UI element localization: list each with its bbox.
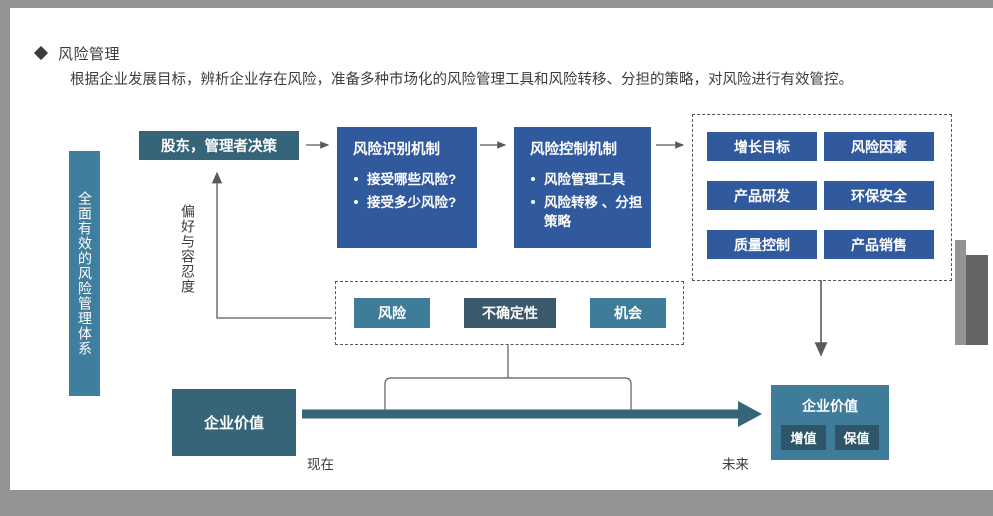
risk-control-box[interactable]: 风险控制机制 风险管理工具 风险转移 、分担策略: [514, 127, 651, 248]
list-item: 风险管理工具: [531, 170, 643, 189]
objective-box[interactable]: 增长目标: [707, 132, 817, 161]
list-item: 接受哪些风险?: [354, 170, 469, 189]
risk-identification-bullets: 接受哪些风险? 接受多少风险?: [337, 170, 477, 212]
objective-box[interactable]: 产品研发: [707, 181, 817, 210]
risk-control-title: 风险控制机制: [530, 142, 617, 158]
risk-control-bullets: 风险管理工具 风险转移 、分担策略: [514, 170, 651, 231]
objective-box[interactable]: 风险因素: [824, 132, 934, 161]
feedback-label: 偏好与容忍度: [180, 204, 196, 294]
side-banner: 全面有效的风险管理体系: [69, 151, 100, 396]
uncertainty-group: 风险 不确定性 机会: [335, 281, 684, 345]
scrollbar-track[interactable]: [955, 240, 966, 345]
timeline-end-label: 未来: [722, 457, 749, 472]
timeline-start-label: 现在: [307, 457, 334, 472]
decision-box[interactable]: 股东，管理者决策: [139, 131, 299, 160]
page-title: 风险管理: [58, 46, 121, 63]
enterprise-value-now-box[interactable]: 企业价值: [172, 389, 296, 456]
uncertainty-box-risk[interactable]: 风险: [354, 298, 430, 328]
enterprise-value-future-box[interactable]: 企业价值 增值 保值: [771, 385, 889, 460]
objectives-group: 增长目标 风险因素 产品研发 环保安全 质量控制 产品销售: [692, 114, 952, 281]
list-item: 接受多少风险?: [354, 193, 469, 212]
page-description: 根据企业发展目标，辨析企业存在风险，准备多种市场化的风险管理工具和风险转移、分担…: [70, 72, 853, 88]
side-banner-label: 全面有效的风险管理体系: [77, 191, 93, 356]
diamond-icon: [33, 45, 49, 61]
uncertainty-box-uncertainty[interactable]: 不确定性: [464, 298, 556, 328]
scrollbar-thumb[interactable]: [966, 255, 988, 345]
uncertainty-box-opportunity[interactable]: 机会: [590, 298, 666, 328]
objective-box[interactable]: 环保安全: [824, 181, 934, 210]
value-sub-appreciation[interactable]: 增值: [781, 425, 826, 450]
list-item: 风险转移 、分担策略: [531, 195, 643, 229]
value-sub-preservation[interactable]: 保值: [834, 425, 879, 450]
enterprise-value-future-subitems: 增值 保值: [781, 425, 879, 450]
objective-box[interactable]: 质量控制: [707, 230, 817, 259]
risk-identification-box[interactable]: 风险识别机制 接受哪些风险? 接受多少风险?: [337, 127, 477, 248]
objective-box[interactable]: 产品销售: [824, 230, 934, 259]
slide-canvas: 风险管理 根据企业发展目标，辨析企业存在风险，准备多种市场化的风险管理工具和风险…: [10, 8, 993, 490]
risk-identification-title: 风险识别机制: [353, 142, 440, 158]
enterprise-value-future-title: 企业价值: [802, 398, 858, 414]
